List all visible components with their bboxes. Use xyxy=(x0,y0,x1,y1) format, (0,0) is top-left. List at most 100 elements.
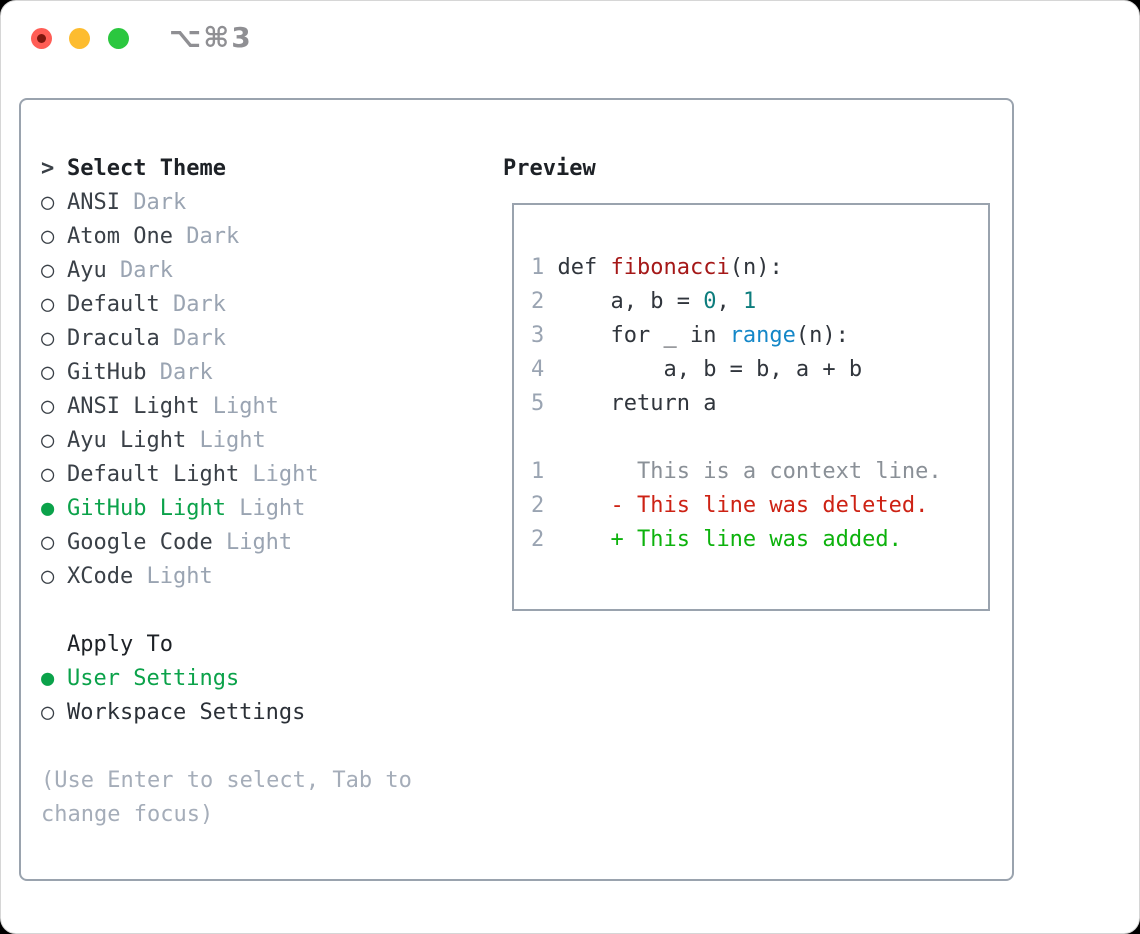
theme-option-ansi-light[interactable]: ○ ANSI Light Light xyxy=(41,390,491,424)
focus-caret-icon: > xyxy=(41,156,55,181)
theme-option-default-light[interactable]: ○ Default Light Light xyxy=(41,458,491,492)
theme-option-default[interactable]: ○ Default Dark xyxy=(41,288,491,322)
code-token-text: (n): xyxy=(729,255,783,280)
theme-picker-panel: >Select Theme ○ANSI Dark○Atom One Dark○A… xyxy=(19,98,1014,881)
apply-option-name: User Settings xyxy=(67,666,240,691)
code-line: 2 - This line was deleted. xyxy=(531,489,988,523)
code-token-text: def xyxy=(557,255,611,280)
apply-option-name: Workspace Settings xyxy=(67,700,306,725)
theme-option-variant: Light xyxy=(199,394,279,419)
code-line: 4 a, b = b, a + b xyxy=(531,353,988,387)
theme-option-dracula[interactable]: ○ Dracula Dark xyxy=(41,322,491,356)
radio-unselected-icon: ○ xyxy=(41,564,55,589)
preview-title: Preview xyxy=(503,156,596,181)
line-number: 1 xyxy=(531,255,558,280)
line-number: 2 xyxy=(531,289,558,314)
radio-unselected-icon: ○ xyxy=(41,462,55,487)
code-line: 1 def fibonacci(n): xyxy=(531,251,988,285)
close-window-icon[interactable] xyxy=(31,28,52,49)
code-token-context: This is a context line. xyxy=(557,459,942,484)
minimize-window-icon[interactable] xyxy=(69,28,90,49)
theme-option-name: Default xyxy=(67,292,160,317)
theme-option-google-code[interactable]: ○ Google Code Light xyxy=(41,526,491,560)
line-number: 2 xyxy=(531,493,558,518)
theme-list-column: >Select Theme ○ANSI Dark○Atom One Dark○A… xyxy=(41,152,491,832)
line-number: 3 xyxy=(531,323,558,348)
code-line xyxy=(531,421,988,455)
code-token-text: return a xyxy=(557,391,717,416)
theme-option-name: Ayu Light xyxy=(67,428,187,453)
apply-to-options-list: ● User Settings ○Workspace Settings xyxy=(41,662,491,730)
code-token-text: (n): xyxy=(795,323,849,348)
code-line: 2 + This line was added. xyxy=(531,523,988,557)
radio-unselected-icon: ○ xyxy=(41,360,55,385)
theme-option-variant: Light xyxy=(186,428,266,453)
theme-options-list: ○ ANSI Dark ○ Atom One Dark ○ Ayu Dark ○ Defaul… xyxy=(41,186,491,594)
select-theme-header: > Select Theme xyxy=(41,152,491,186)
theme-option-name: Atom One xyxy=(67,224,173,249)
radio-selected-icon: ● xyxy=(41,496,55,521)
theme-option-name: GitHub xyxy=(67,360,147,385)
theme-option-ayu[interactable]: ○Ayu Dark xyxy=(41,254,491,288)
theme-option-variant: Dark xyxy=(159,292,226,317)
theme-option-variant: Dark xyxy=(119,190,187,215)
theme-option-github[interactable]: ○GitHub Dark xyxy=(41,356,491,390)
code-line: 2 a, b = 0, 1 xyxy=(531,285,988,319)
zoom-window-icon[interactable] xyxy=(108,28,129,49)
theme-option-name: ANSI Light xyxy=(67,394,200,419)
code-line: 5 return a xyxy=(531,387,988,421)
apply-to-indent xyxy=(41,628,67,662)
theme-option-name: GitHub Light xyxy=(67,496,226,521)
radio-selected-icon: ● xyxy=(41,666,55,691)
theme-option-atom-one[interactable]: ○Atom One Dark xyxy=(41,220,491,254)
theme-option-name: ANSI xyxy=(67,190,120,215)
apply-option-user-settings[interactable]: ● User Settings xyxy=(41,662,491,696)
theme-option-xcode[interactable]: ○ XCode Light xyxy=(41,560,491,594)
spacer xyxy=(41,730,491,764)
code-token-number: 0 xyxy=(703,289,717,314)
radio-unselected-icon: ○ xyxy=(41,530,55,555)
theme-option-ayu-light[interactable]: ○Ayu Light Light xyxy=(41,424,491,458)
close-window-dot-icon xyxy=(37,34,46,43)
line-number: 5 xyxy=(531,391,558,416)
theme-option-variant: Light xyxy=(239,462,319,487)
radio-unselected-icon: ○ xyxy=(41,224,55,249)
theme-option-variant: Light xyxy=(225,496,306,521)
theme-option-variant: Dark xyxy=(159,326,226,351)
code-token-text: , xyxy=(716,289,743,314)
theme-option-name: Ayu xyxy=(67,258,107,283)
line-number: 2 xyxy=(531,527,558,552)
code-token-text: a, b = b, a + b xyxy=(557,357,863,382)
theme-option-name: Dracula xyxy=(67,326,160,351)
apply-to-header: Apply To xyxy=(41,628,491,662)
radio-unselected-icon: ○ xyxy=(41,326,55,351)
keyboard-hint-line-2: change focus) xyxy=(41,802,214,827)
apply-to-title: Apply To xyxy=(67,632,173,657)
code-token-builtin: range xyxy=(729,323,796,348)
code-token-text: a, b = xyxy=(557,289,704,314)
theme-option-variant: Light xyxy=(212,530,293,555)
theme-option-name: Default Light xyxy=(67,462,240,487)
theme-option-name: Google Code xyxy=(67,530,213,555)
code-token-number: 1 xyxy=(742,289,757,314)
code-token-func: fibonacci xyxy=(610,255,730,280)
radio-unselected-icon: ○ xyxy=(41,258,55,283)
theme-option-github-light[interactable]: ● GitHub Light Light xyxy=(41,492,491,526)
code-line: 1 This is a context line. xyxy=(531,455,988,489)
keyboard-hint-line-1: (Use Enter to select, Tab to xyxy=(41,768,412,793)
theme-option-ansi[interactable]: ○ ANSI Dark xyxy=(41,186,491,220)
radio-unselected-icon: ○ xyxy=(41,394,55,419)
select-theme-title: Select Theme xyxy=(67,156,226,181)
radio-unselected-icon: ○ xyxy=(41,292,55,317)
radio-unselected-icon: ○ xyxy=(41,190,55,215)
apply-option-workspace-settings[interactable]: ○Workspace Settings xyxy=(41,696,491,730)
window-shortcut-label: ⌥⌘3 xyxy=(169,21,253,54)
theme-option-name: XCode xyxy=(67,564,134,589)
theme-option-variant: Light xyxy=(133,564,213,589)
line-number: 1 xyxy=(531,459,558,484)
code-token-added: + This line was added. xyxy=(557,527,902,552)
line-number: 4 xyxy=(531,357,558,382)
